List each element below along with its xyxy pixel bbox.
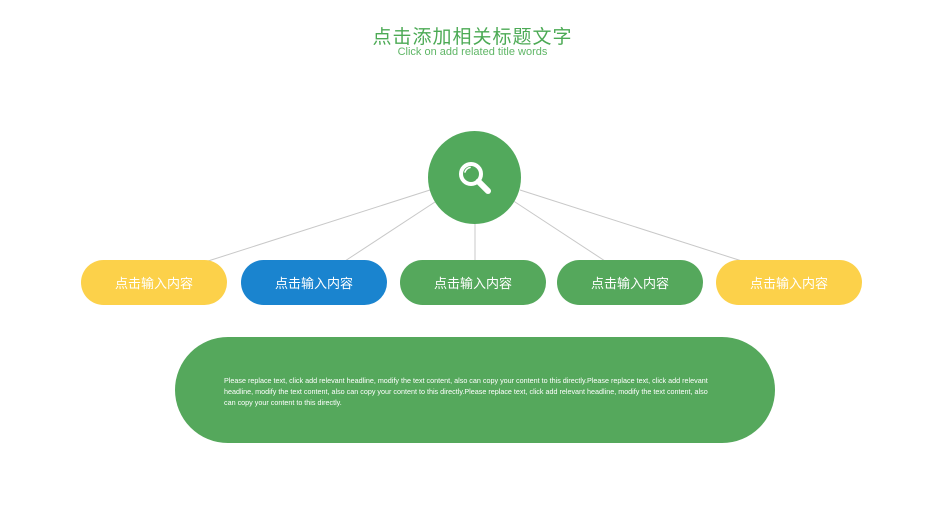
content-box-3[interactable]: 点击输入内容 [400,260,546,305]
content-box-label: 点击输入内容 [114,277,193,292]
connector-line-4 [511,199,606,262]
content-box-label: 点击输入内容 [274,277,353,292]
description-text: Please replace text, click add relevant … [224,376,708,407]
connector-line-1 [204,189,431,263]
content-box-2[interactable]: 点击输入内容 [241,260,387,305]
content-box-label: 点击输入内容 [433,277,512,292]
hub-circle [428,131,521,224]
connector-line-5 [519,189,746,263]
content-box-5[interactable]: 点击输入内容 [716,260,862,305]
page-title: 点击添加相关标题文字 [372,26,573,48]
connector-line-2 [344,199,439,262]
content-box-label: 点击输入内容 [590,277,669,292]
description-panel[interactable]: Please replace text, click add relevant … [175,337,775,443]
search-icon [458,161,491,194]
page-subtitle: Click on add related title words [397,46,548,58]
content-box-4[interactable]: 点击输入内容 [557,260,703,305]
content-box-1[interactable]: 点击输入内容 [81,260,227,305]
content-box-label: 点击输入内容 [749,277,828,292]
